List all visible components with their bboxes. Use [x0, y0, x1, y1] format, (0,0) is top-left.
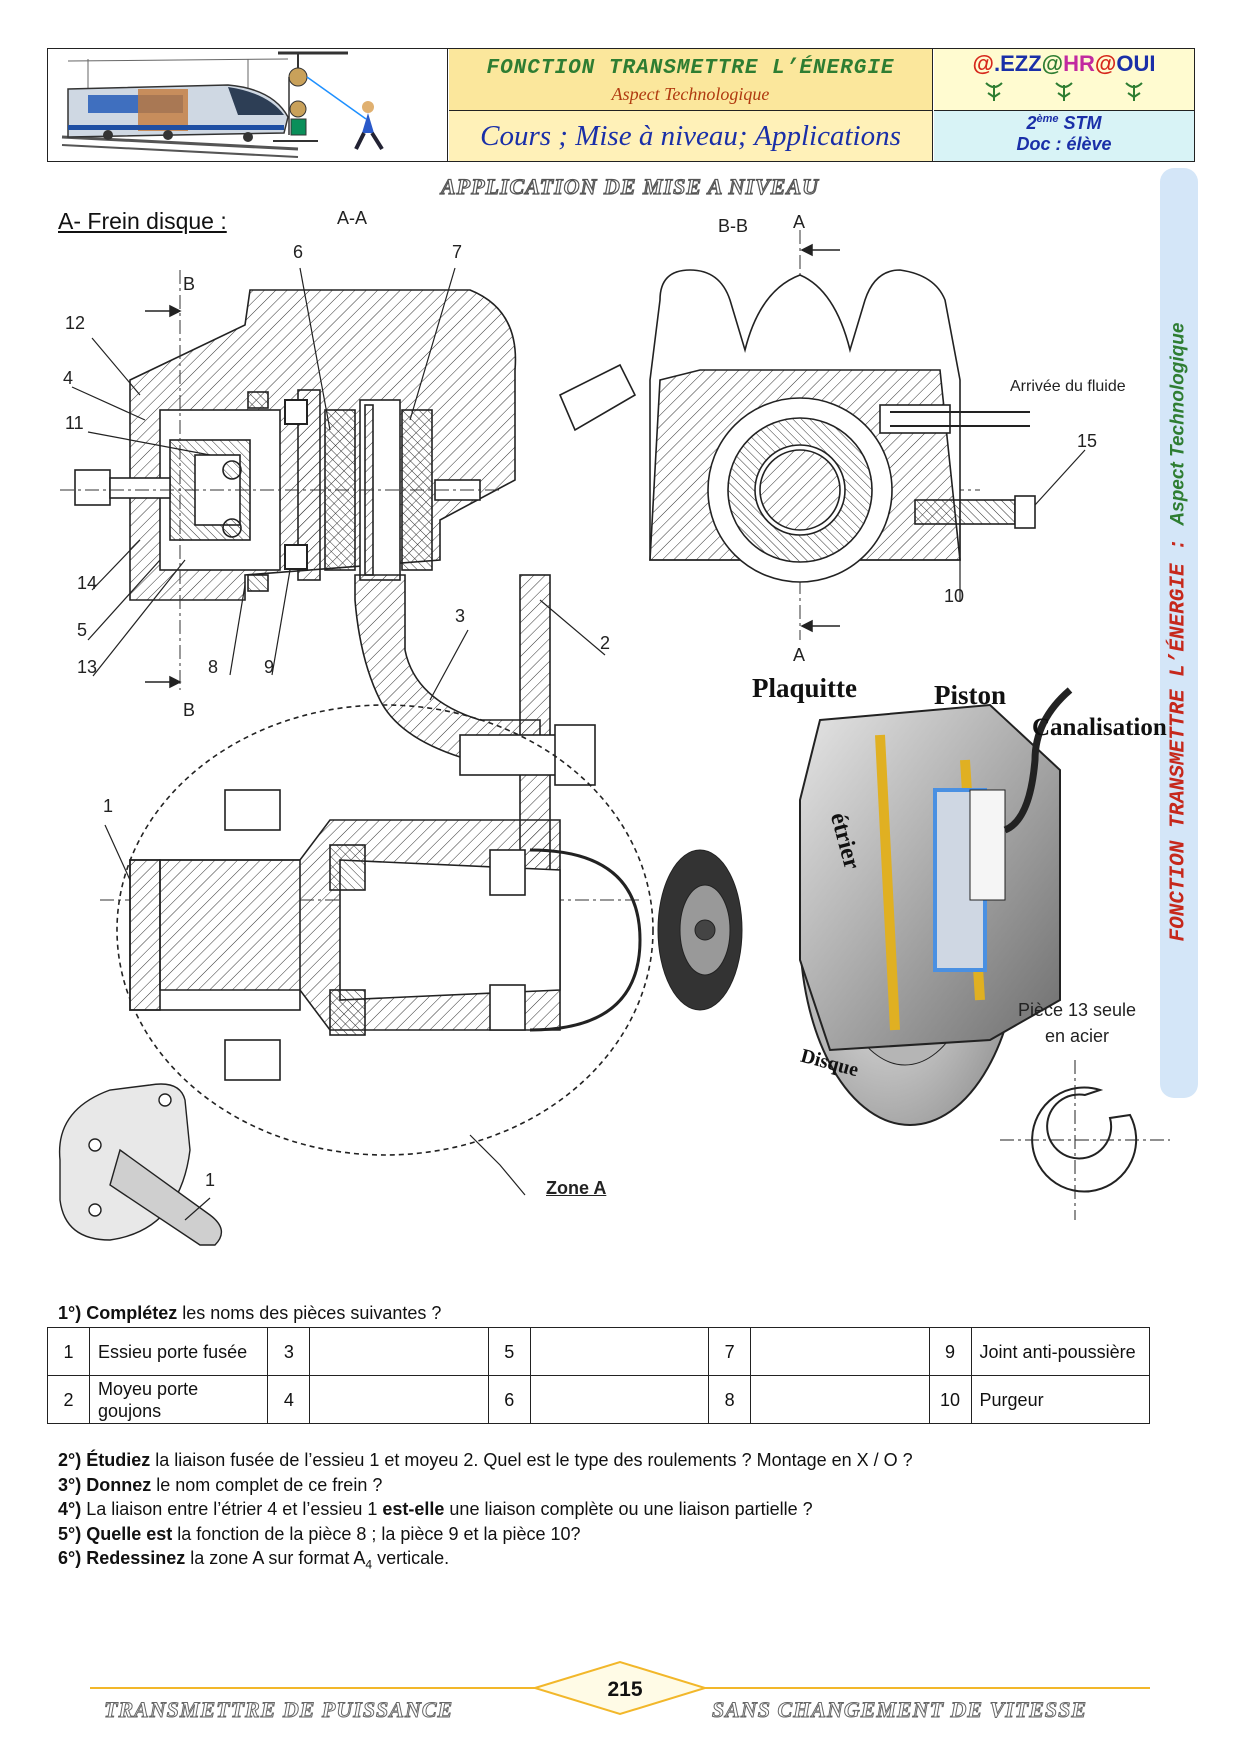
label-piston: Piston: [934, 680, 1007, 710]
part-number-12: 12: [65, 313, 86, 333]
fluid-inlet-label: Arrivée du fluide: [1010, 378, 1126, 395]
part-number-8: 8: [208, 657, 219, 677]
part-number-2: 2: [600, 633, 611, 653]
brake-photo: [657, 687, 1073, 1126]
question-5: 5°) Quelle est la fonction de la pièce 8…: [58, 1523, 581, 1544]
flower-icons: [985, 82, 1143, 101]
part-number-11: 11: [65, 413, 84, 433]
footer-left-text: TRANSMETTRE DE PUISSANCE: [103, 1697, 454, 1723]
view-bb-label: B-B: [718, 216, 749, 236]
zone-a-label: Zone A: [546, 1178, 607, 1198]
doc-type: Doc : élève: [1016, 134, 1112, 154]
part-number-6: 6: [293, 242, 304, 262]
table-cell: 4: [267, 1375, 311, 1424]
part-number-1: 1: [103, 796, 114, 816]
table-cell: 8: [708, 1375, 752, 1424]
part-number-7: 7: [452, 242, 463, 262]
table-cell: 7: [708, 1327, 752, 1376]
part-number-4: 4: [63, 368, 74, 388]
part-number-3: 3: [455, 606, 466, 626]
table-cell: 5: [487, 1327, 531, 1376]
section-letter-a-bottom: A: [793, 645, 806, 665]
table-cell: 3: [267, 1327, 311, 1376]
author-logo: @.EZZ@HR@OUI: [934, 49, 1194, 111]
question-3: 3°) Donnez le nom complet de ce frein ?: [58, 1474, 383, 1495]
table-cell: 9: [928, 1327, 972, 1376]
answer-cell-8[interactable]: [750, 1375, 930, 1424]
table-cell[interactable]: Essieu porte fusée: [89, 1327, 269, 1376]
table-cell[interactable]: Moyeu porte goujons: [89, 1375, 269, 1424]
parts-table: 1 Essieu porte fusée 3 5 7 9 Joint anti-…: [46, 1327, 1151, 1424]
question-list: 2°) Étudiez la liaison fusée de l’essieu…: [58, 1448, 913, 1577]
footer-decoration: [90, 1660, 1150, 1716]
side-banner: [1160, 168, 1198, 1098]
table-cell: 1: [46, 1327, 91, 1376]
section-title: APPLICATION DE MISE A NIVEAU: [440, 173, 820, 199]
table-cell[interactable]: Purgeur: [970, 1375, 1151, 1424]
part-number-1-iso: 1: [205, 1170, 216, 1190]
section-letter-b-top: B: [183, 274, 196, 294]
function-title: FONCTION TRANSMETTRE L’ÉNERGIE: [486, 57, 895, 80]
part-number-13: 13: [77, 657, 98, 677]
label-canalisation: Canalisation: [1032, 714, 1167, 741]
answer-cell-3[interactable]: [309, 1327, 489, 1376]
header-illustrations: [48, 49, 448, 161]
table-row: 2 Moyeu porte goujons 4 6 8 10 Purgeur: [46, 1375, 1151, 1424]
exercise-heading: A- Frein disque :: [58, 208, 227, 234]
part-number-10: 10: [944, 586, 965, 606]
label-plaquette: Plaquitte: [752, 673, 857, 703]
part-number-14: 14: [77, 573, 98, 593]
page-header: FONCTION TRANSMETTRE L’ÉNERGIE Aspect Te…: [47, 48, 1195, 162]
question-4: 4°) La liaison entre l’étrier 4 et l’ess…: [58, 1499, 813, 1519]
table-row: 1 Essieu porte fusée 3 5 7 9 Joint anti-…: [46, 1327, 1151, 1376]
part-1-isometric: [58, 1083, 223, 1246]
table-cell[interactable]: Joint anti-poussière: [970, 1327, 1151, 1376]
section-letter-b-bottom: B: [183, 700, 196, 720]
aspect-subtitle: Aspect Technologique: [611, 84, 770, 104]
course-line: Cours ; Mise à niveau; Applications: [449, 111, 933, 161]
table-cell: 6: [487, 1375, 531, 1424]
class-info: 2ème STM Doc : élève: [934, 111, 1194, 161]
disc-brake-drawing: [58, 230, 1170, 1246]
question-2: 2°) Étudiez la liaison fusée de l’essieu…: [58, 1450, 913, 1470]
header-function-title: FONCTION TRANSMETTRE L’ÉNERGIE Aspect Te…: [449, 49, 933, 111]
class-level: 2ème STM: [1026, 113, 1102, 133]
part-number-15: 15: [1077, 431, 1098, 451]
view-aa-section: [74, 289, 596, 876]
cutting-plane-arrows: [145, 243, 840, 689]
question-1: 1°) Complétez les noms des pièces suivan…: [58, 1303, 442, 1323]
piece-13-circlip: [1000, 1060, 1170, 1220]
table-cell: 2: [46, 1375, 91, 1424]
footer-right-text: SANS CHANGEMENT DE VITESSE: [711, 1697, 1088, 1723]
piece13-note-line2: en acier: [1044, 1026, 1110, 1046]
table-cell: 10: [928, 1375, 972, 1424]
section-letter-a-top: A: [793, 212, 806, 232]
answer-cell-7[interactable]: [750, 1327, 930, 1376]
pulley-man-icon: [273, 51, 384, 151]
page-number: 215: [607, 1678, 643, 1701]
header-illustration-svg: [61, 51, 384, 158]
part-number-9: 9: [264, 657, 275, 677]
answer-cell-5[interactable]: [529, 1327, 710, 1376]
view-aa-label: A-A: [337, 208, 368, 228]
piece13-note-line1: Pièce 13 seule: [1017, 1000, 1137, 1020]
logo-text: @.EZZ@HR@OUI: [972, 51, 1156, 76]
zone-a-hub: [116, 704, 654, 1156]
train-icon: [67, 84, 289, 142]
view-bb-section: [558, 269, 1036, 583]
part-number-5: 5: [77, 620, 88, 640]
answer-cell-6[interactable]: [529, 1375, 710, 1424]
leader-lines: [71, 267, 1086, 1221]
answer-cell-4[interactable]: [309, 1375, 489, 1424]
question-6: 6°) Redessinez la zone A sur format A4 v…: [58, 1548, 450, 1572]
